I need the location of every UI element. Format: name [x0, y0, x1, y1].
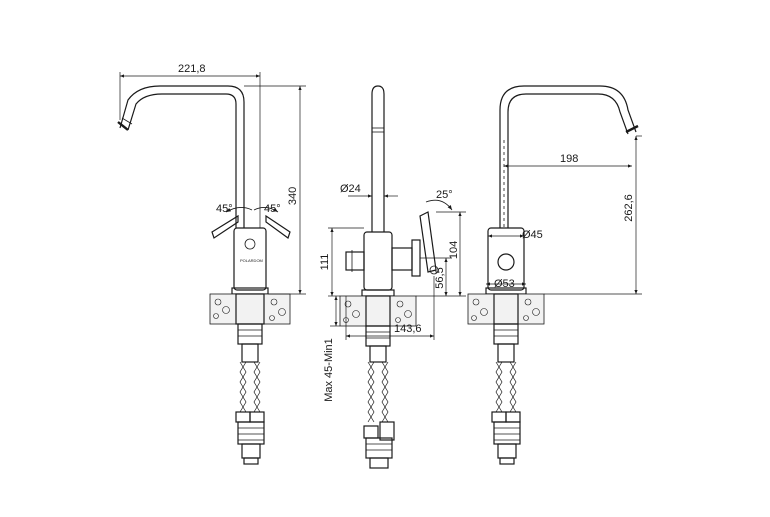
dim-height-body: 111 [319, 254, 331, 271]
dim-angle-handle: 25° [436, 189, 453, 201]
dim-height-inlet: 56,5 [434, 267, 446, 288]
dim-reach: 198 [560, 153, 578, 165]
dim-diameter-body: Ø45 [522, 229, 543, 241]
back-view: Ø45 Ø53 198 262,6 [467, 85, 642, 465]
dim-angle-right: 45° [264, 203, 281, 215]
side-view: 25° Ø24 111 M [319, 85, 466, 469]
brand-label-front: POLARDOM [240, 258, 263, 263]
dim-height-outlet: 262,6 [623, 194, 635, 222]
dim-width-spout: 221,8 [178, 63, 206, 75]
dim-diameter-spout: Ø24 [340, 183, 361, 195]
dim-height-handle: 104 [448, 241, 460, 259]
dim-diameter-base: Ø53 [494, 278, 515, 290]
dim-angle-left: 45° [216, 203, 233, 215]
dim-depth: 143,6 [394, 323, 422, 335]
dim-height-total: 340 [287, 187, 299, 205]
front-view: 45° 45° POLARDOM 221,8 [117, 63, 306, 465]
dim-mount-thickness: Max 45-Min1 [323, 338, 335, 402]
